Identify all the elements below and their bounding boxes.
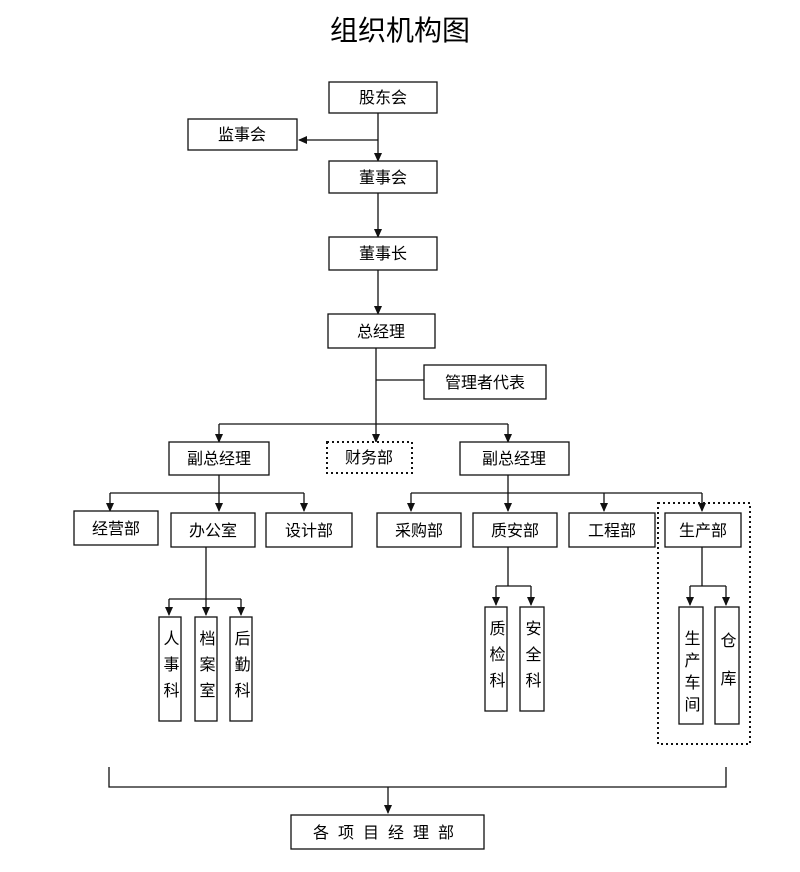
warehouse-label: 仓库 [718,632,737,708]
finance-label: 财务部 [345,448,393,467]
mgmt-rep-box [423,364,547,400]
safety-label: 安全科 [523,620,542,698]
finance-box [326,441,413,474]
connector-bottom-bracket [108,767,727,788]
warehouse-box [714,606,740,725]
engineering-box [568,512,656,548]
production-group-outline [657,502,751,745]
logistics-box [229,616,253,722]
gm-box [327,313,436,349]
deputy-left-label: 副总经理 [187,449,251,468]
logistics-label: 后勤科 [232,630,251,708]
deputy-left-box [168,441,270,476]
operations-label: 经营部 [92,519,140,538]
deputy-right-box [459,441,570,476]
chairman-box [328,236,438,271]
quality-safety-label: 质安部 [491,521,539,540]
chart-title: 组织机构图 [330,14,470,47]
office-box [170,512,256,548]
board-box [328,160,438,194]
shareholders-label: 股东会 [359,88,407,107]
production-box [664,512,742,548]
hr-box [158,616,182,722]
shareholders-box [328,81,438,114]
workshop-box [678,606,704,725]
procurement-label: 采购部 [395,521,443,540]
safety-box [519,606,545,712]
design-box [265,512,353,548]
operations-box [73,510,159,546]
deputy-right-label: 副总经理 [482,449,546,468]
chairman-label: 董事长 [359,244,407,263]
design-label: 设计部 [285,521,333,540]
project-dept-box [290,814,485,850]
qc-label: 质检科 [487,620,506,698]
board-label: 董事会 [359,168,407,187]
hr-label: 人事科 [161,630,180,708]
production-label: 生产部 [679,521,727,540]
supervisors-label: 监事会 [218,125,266,144]
quality-safety-box [472,512,558,548]
gm-label: 总经理 [357,322,405,341]
connectors [106,113,730,814]
supervisors-box [187,118,298,151]
workshop-label: 生产车间 [682,630,701,718]
archives-label: 档案室 [197,630,216,708]
office-label: 办公室 [189,521,237,540]
qc-box [484,606,508,712]
procurement-box [376,512,462,548]
project-dept-label: 各项目经理部 [313,823,463,842]
archives-box [194,616,218,722]
mgmt-rep-label: 管理者代表 [445,373,525,392]
engineering-label: 工程部 [588,521,636,540]
